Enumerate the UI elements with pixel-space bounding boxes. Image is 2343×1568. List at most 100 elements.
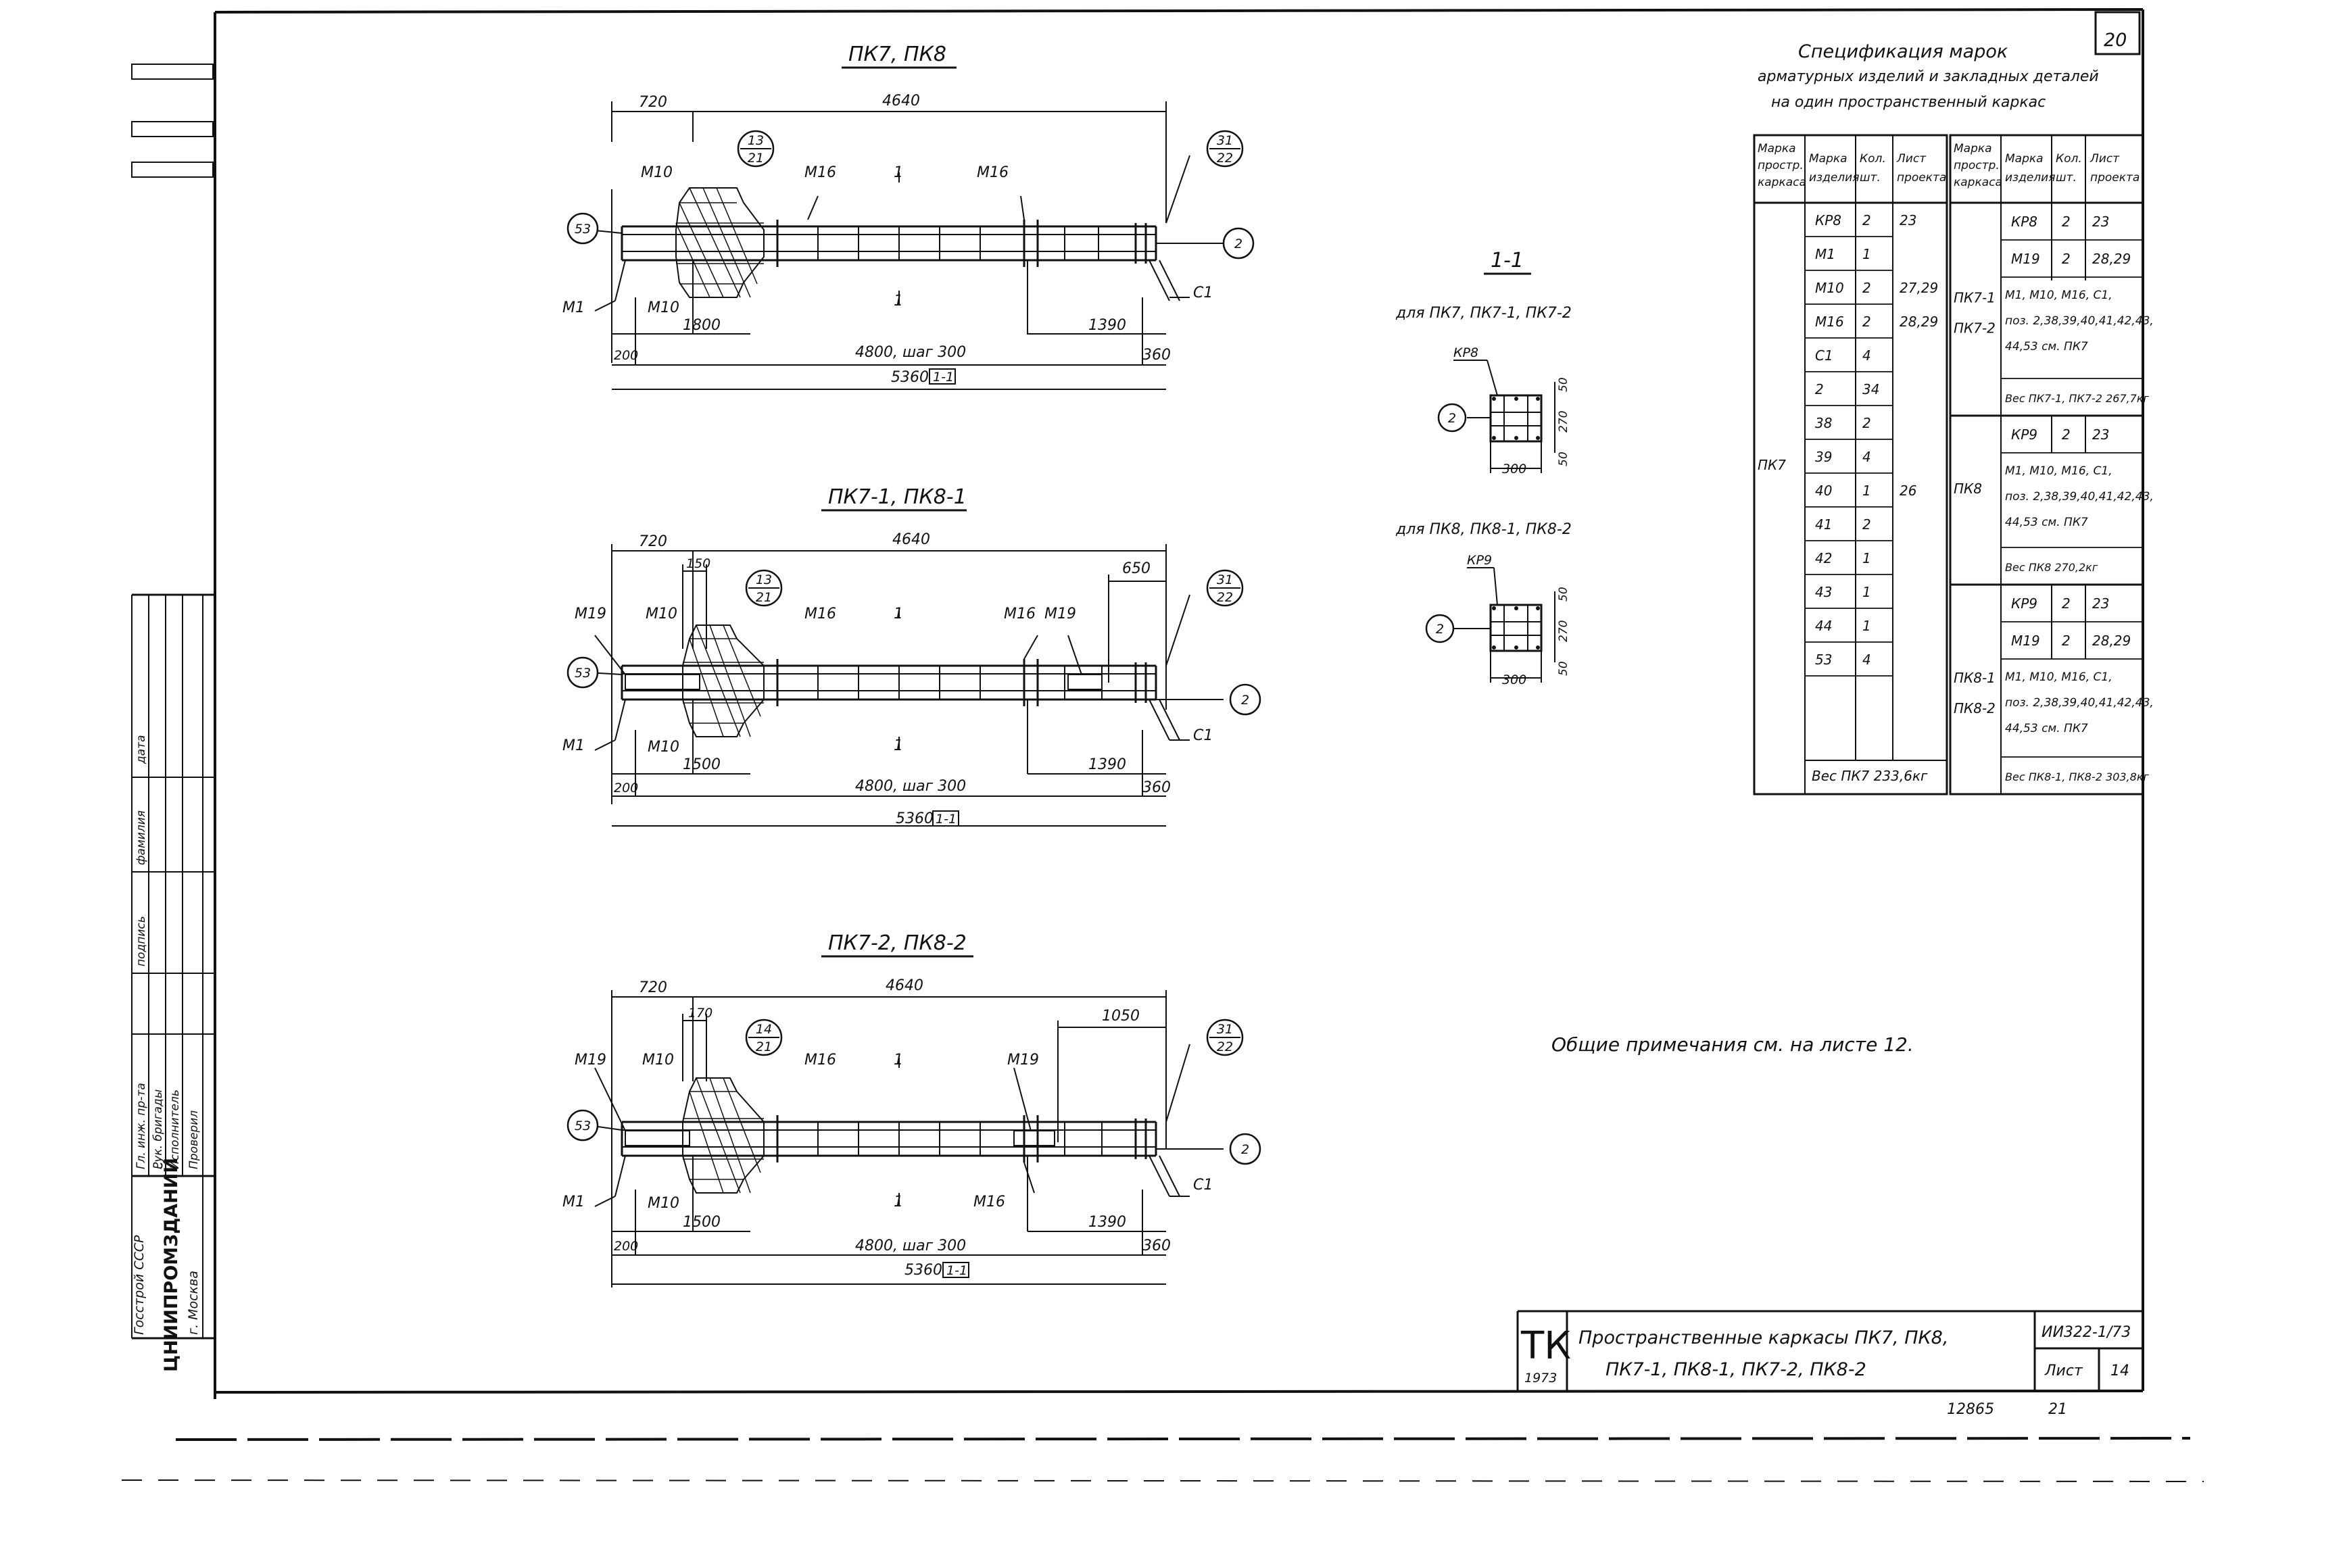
svg-text:г. Москва: г. Москва bbox=[186, 1271, 201, 1335]
spec-left-qty: 2 bbox=[1862, 415, 1871, 431]
spec-right-sheet: 28,29 bbox=[2092, 251, 2131, 267]
spec-left-mark: 38 bbox=[1815, 415, 1832, 431]
svg-text:каркаса: каркаса bbox=[1758, 176, 1806, 189]
spec-right-note: 44,53 см. ПК7 bbox=[2005, 516, 2088, 529]
svg-text:21: 21 bbox=[756, 590, 772, 605]
svg-text:720: 720 bbox=[639, 533, 667, 550]
spec-left-qty: 2 bbox=[1862, 314, 1871, 330]
svg-text:КР8: КР8 bbox=[1453, 345, 1478, 360]
svg-text:14: 14 bbox=[2110, 1363, 2129, 1379]
svg-text:Исполнитель: Исполнитель bbox=[168, 1089, 182, 1169]
spec-table: 20 Спецификация марок арматурных изделий… bbox=[1753, 11, 2154, 795]
svg-text:1973: 1973 bbox=[1524, 1371, 1557, 1386]
svg-text:5360: 5360 bbox=[904, 1262, 942, 1279]
spec-left-sheet: 23 bbox=[1900, 212, 1916, 228]
spec-left-mark: С1 bbox=[1815, 347, 1833, 364]
svg-text:М10: М10 bbox=[646, 606, 677, 622]
spec-left-weight: Вес ПК7 233,6кг bbox=[1812, 768, 1928, 784]
svg-text:шт.: шт. bbox=[1860, 171, 1881, 185]
spec-right-sheet: 23 bbox=[2092, 426, 2109, 443]
svg-text:21: 21 bbox=[756, 1039, 772, 1054]
svg-text:Пространственные каркасы ПК7,: Пространственные каркасы ПК7, ПК8, bbox=[1578, 1327, 1948, 1348]
svg-text:4800, шаг 300: 4800, шаг 300 bbox=[855, 778, 966, 795]
svg-text:31: 31 bbox=[1217, 572, 1233, 587]
svg-text:31: 31 bbox=[1217, 1022, 1233, 1037]
spec-left-mark: КР8 bbox=[1815, 212, 1841, 228]
spec-right-frame: ПК8-2 bbox=[1954, 700, 1996, 716]
spec-right-frame: ПК8-1 bbox=[1954, 670, 1996, 686]
view-pk7-pk8: ПК7, ПК8 bbox=[562, 43, 1255, 390]
spec-right-qty: 2 bbox=[2062, 633, 2071, 649]
spec-right-qty: 2 bbox=[2062, 595, 2071, 612]
svg-text:50: 50 bbox=[1557, 451, 1570, 466]
spec-left-frame: ПК7 bbox=[1758, 457, 1786, 473]
svg-text:ЦНИИПРОМЗДАНИЙ: ЦНИИПРОМЗДАНИЙ bbox=[160, 1158, 182, 1372]
svg-text:ИИ322-1/73: ИИ322-1/73 bbox=[2042, 1324, 2131, 1341]
svg-text:М19: М19 bbox=[575, 1052, 606, 1069]
spec-right-weight: Вес ПК8 270,2кг bbox=[2005, 561, 2098, 574]
svg-text:4800, шаг 300: 4800, шаг 300 bbox=[855, 344, 966, 361]
svg-text:М10: М10 bbox=[642, 1052, 674, 1069]
svg-text:арматурных изделий и закладных: арматурных изделий и закладных деталей bbox=[1758, 68, 2099, 85]
spec-right-note: 44,53 см. ПК7 bbox=[2005, 340, 2088, 353]
svg-text:2: 2 bbox=[1448, 411, 1456, 426]
svg-text:13: 13 bbox=[756, 572, 772, 587]
svg-text:360: 360 bbox=[1142, 1238, 1171, 1254]
svg-text:360: 360 bbox=[1142, 779, 1171, 796]
spec-right-weight: Вес ПК7-1, ПК7-2 267,7кг bbox=[2005, 392, 2149, 405]
spec-left-qty: 1 bbox=[1862, 550, 1871, 566]
svg-text:53: 53 bbox=[575, 222, 591, 237]
svg-text:простр.: простр. bbox=[1954, 159, 2000, 172]
spec-right-note: М1, М10, М16, С1, bbox=[2005, 670, 2112, 684]
spec-right-note: поз. 2,38,39,40,41,42,43, bbox=[2005, 314, 2154, 328]
svg-text:360: 360 bbox=[1142, 347, 1171, 364]
svg-text:для ПК8, ПК8-1, ПК8-2: для ПК8, ПК8-1, ПК8-2 bbox=[1395, 521, 1572, 538]
spec-left-qty: 4 bbox=[1862, 347, 1871, 364]
svg-text:21: 21 bbox=[748, 151, 764, 166]
spec-right-sheet: 23 bbox=[2092, 595, 2109, 612]
svg-text:12865: 12865 bbox=[1947, 1401, 1994, 1418]
spec-right-frame: ПК8 bbox=[1954, 481, 1982, 497]
svg-text:М1: М1 bbox=[562, 1194, 585, 1210]
spec-right-note: 44,53 см. ПК7 bbox=[2005, 722, 2088, 735]
svg-text:5360: 5360 bbox=[896, 810, 934, 827]
sheet-number: 20 bbox=[2104, 30, 2127, 51]
svg-text:1390: 1390 bbox=[1088, 756, 1126, 773]
view-pk7-2-pk8-2: ПК7-2, ПК8-2 bbox=[562, 931, 1261, 1288]
svg-text:21: 21 bbox=[2048, 1401, 2067, 1418]
svg-text:изделия: изделия bbox=[2005, 171, 2055, 185]
svg-text:Кол.: Кол. bbox=[1860, 152, 1886, 166]
svg-text:М19: М19 bbox=[1044, 606, 1076, 622]
spec-left-mark: 40 bbox=[1815, 483, 1832, 499]
spec-left-qty: 1 bbox=[1862, 483, 1871, 499]
svg-text:М10: М10 bbox=[648, 299, 679, 316]
svg-text:М16: М16 bbox=[973, 1194, 1005, 1210]
section-1-1: 1-1 для ПК7, ПК7-1, ПК7-2 КР8 2 300 270 … bbox=[1395, 249, 1572, 687]
svg-text:дата: дата bbox=[135, 735, 148, 765]
spec-left-qty: 34 bbox=[1862, 381, 1879, 397]
svg-text:фамилия: фамилия bbox=[135, 810, 148, 865]
svg-text:1: 1 bbox=[894, 737, 903, 754]
general-note: Общие примечания см. на листе 12. bbox=[1551, 1033, 1914, 1056]
svg-text:М1: М1 bbox=[562, 737, 585, 754]
spec-right-qty: 2 bbox=[2062, 214, 2071, 230]
spec-right-mark: КР9 bbox=[2011, 595, 2037, 612]
spec-right-sheet: 23 bbox=[2092, 214, 2109, 230]
svg-text:М10: М10 bbox=[648, 739, 679, 756]
svg-text:Рук. бригады: Рук. бригады bbox=[151, 1089, 165, 1169]
spec-right-note: М1, М10, М16, С1, bbox=[2005, 464, 2112, 478]
svg-text:1050: 1050 bbox=[1102, 1008, 1140, 1025]
svg-text:Госстрой СССР: Госстрой СССР bbox=[132, 1235, 147, 1335]
svg-text:53: 53 bbox=[575, 1119, 591, 1133]
svg-text:14: 14 bbox=[756, 1022, 772, 1037]
svg-text:М19: М19 bbox=[1007, 1052, 1039, 1069]
spec-right-frame: ПК7-1 bbox=[1954, 290, 1996, 306]
spec-right-qty: 2 bbox=[2062, 251, 2071, 267]
spec-left-qty: 4 bbox=[1862, 652, 1871, 668]
spec-left-mark: 2 bbox=[1815, 381, 1824, 397]
svg-text:М16: М16 bbox=[804, 1052, 836, 1069]
sheet-number-box bbox=[2094, 11, 2141, 55]
svg-text:каркаса: каркаса bbox=[1954, 176, 2002, 189]
tk-logo: ТК bbox=[1520, 1324, 1571, 1368]
spec-left-qty: 1 bbox=[1862, 618, 1871, 634]
